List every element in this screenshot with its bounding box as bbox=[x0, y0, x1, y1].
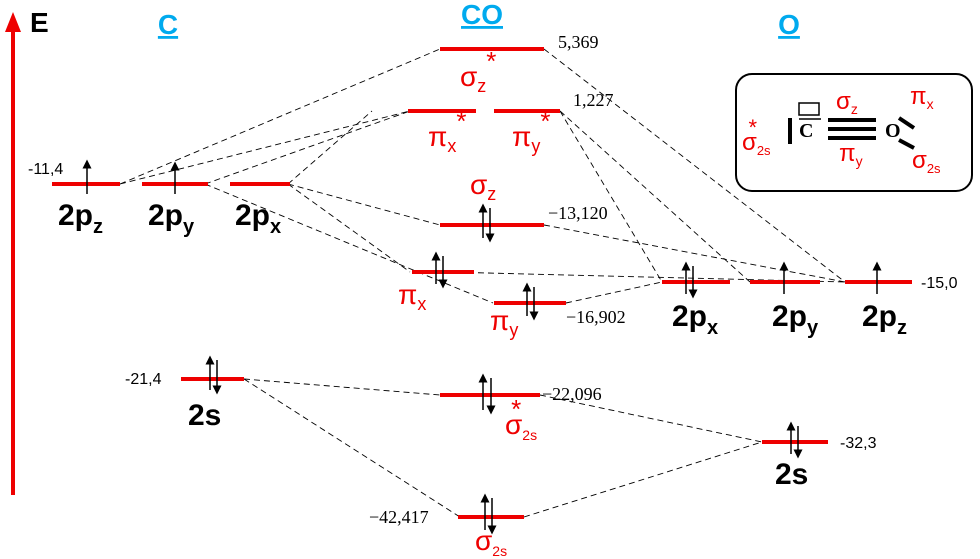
o-2pz-label: 2pz bbox=[862, 300, 907, 339]
electrons bbox=[82, 159, 882, 535]
o-2p-energy: -15,0 bbox=[921, 275, 958, 292]
energy-levels bbox=[52, 47, 912, 519]
correlation-lines bbox=[119, 48, 846, 518]
energy-axis bbox=[5, 12, 21, 495]
c-2py-label: 2py bbox=[148, 199, 195, 238]
mo-sigma-z-energy: −13,120 bbox=[548, 203, 608, 223]
mo-pi-y-label: πy bbox=[490, 305, 518, 340]
mo-pi-y-energy: −16,902 bbox=[566, 307, 626, 327]
header-oxygen: O bbox=[778, 9, 800, 40]
mo-sigma-2s-star-label: σ2s* bbox=[505, 394, 537, 443]
mo-sigma-2s-star-energy: −22,096 bbox=[542, 384, 602, 404]
mo-pi-y-star-energy: 1,227 bbox=[573, 90, 614, 110]
lewis-structure-box: σ2s* C σz πy O πx σ2s bbox=[735, 73, 973, 192]
mo-sigma-z-star-label: σz* bbox=[460, 46, 496, 96]
lewis-carbon-empty-orbital bbox=[798, 102, 820, 116]
header-carbon: C bbox=[158, 9, 178, 40]
mo-pi-x-label: πx bbox=[398, 279, 426, 314]
header-co: CO bbox=[461, 0, 503, 30]
c-2px-label: 2px bbox=[235, 199, 281, 238]
mo-pi-x-star-label: πx* bbox=[428, 106, 466, 156]
energy-axis-label: E bbox=[30, 7, 49, 38]
lewis-oxygen-symbol: O bbox=[885, 120, 901, 142]
c-2s-label: 2s bbox=[188, 399, 221, 432]
c-2p-energy: -11,4 bbox=[28, 161, 63, 178]
lewis-sigma-z-label: σz bbox=[836, 88, 858, 117]
lewis-sigma-2s-star-label: σ2s* bbox=[742, 115, 771, 158]
lewis-oxygen-lone-pair bbox=[897, 116, 916, 130]
lewis-pi-y-label: πy bbox=[839, 140, 863, 169]
o-2s-label: 2s bbox=[775, 458, 808, 491]
o-2py-label: 2py bbox=[772, 300, 819, 339]
lewis-pi-x-label: πx bbox=[910, 83, 934, 112]
mo-sigma-z-label: σz bbox=[470, 169, 496, 204]
mo-sigma-z-star-energy: 5,369 bbox=[558, 32, 599, 52]
lewis-carbon-symbol: C bbox=[799, 120, 813, 142]
lewis-oxygen-lone-pair bbox=[898, 138, 915, 150]
c-2s-energy: -21,4 bbox=[125, 371, 162, 388]
o-2s-energy: -32,3 bbox=[840, 435, 877, 452]
o-2px-label: 2px bbox=[672, 300, 718, 339]
mo-pi-y-star-label: πy* bbox=[512, 106, 550, 156]
lewis-sigma-2s-label: σ2s bbox=[912, 147, 941, 176]
c-2pz-label: 2pz bbox=[58, 199, 103, 238]
mo-sigma-2s-energy: −42,417 bbox=[369, 507, 429, 527]
mo-sigma-2s-label: σ2s bbox=[475, 525, 507, 559]
